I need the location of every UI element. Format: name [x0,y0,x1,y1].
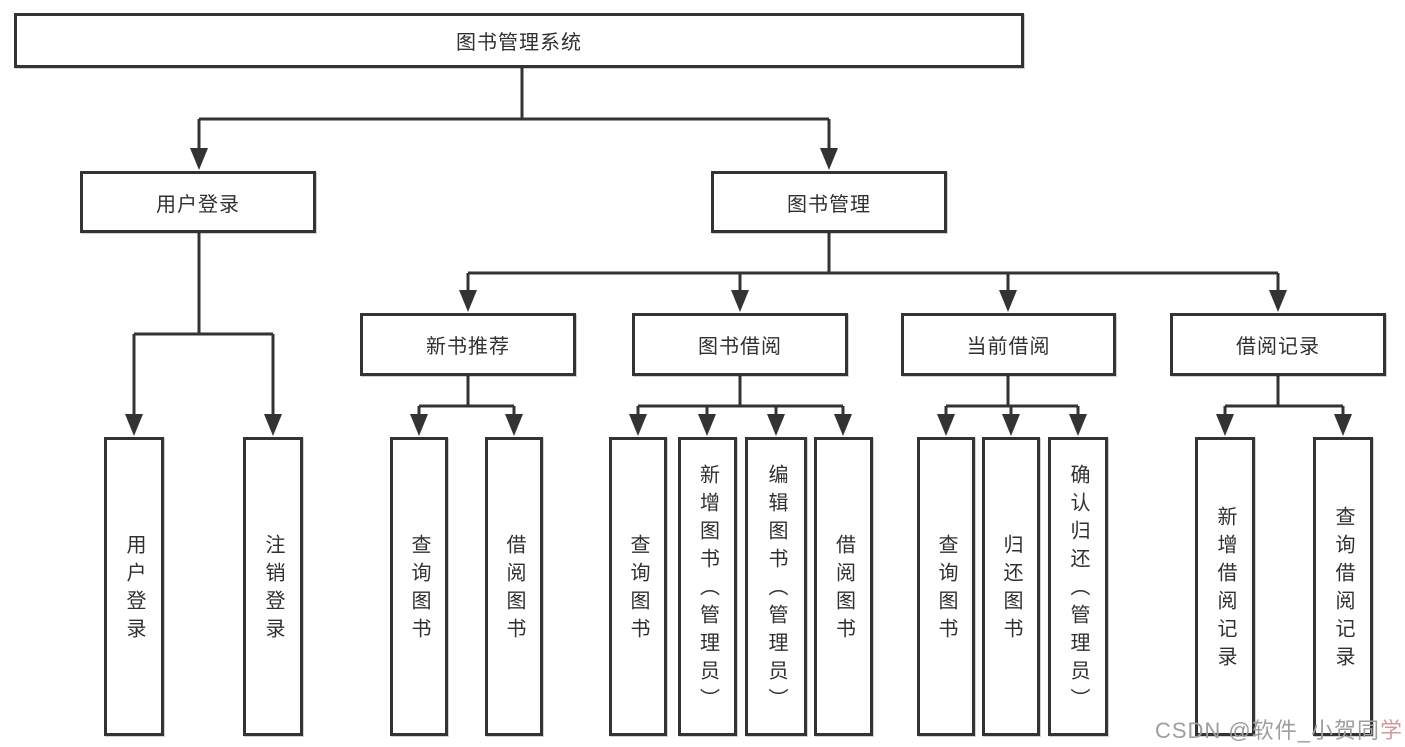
node-borrow-records: 借阅记录 [1170,313,1386,376]
node-current-borrow: 当前借阅 [901,313,1116,376]
node-user-login: 用户登录 [80,171,316,233]
node-book-borrow: 图书借阅 [632,313,848,376]
leaf-query-books: 查询图书 [917,437,975,736]
leaf-borrow-books: 借阅图书 [485,437,543,736]
edge-borrow-records-children [1216,376,1352,436]
node-book-management: 图书管理 [711,171,947,233]
leaf-query-books: 查询图书 [390,437,448,736]
edge-current-borrow-children [937,376,1087,436]
edge-book-borrow-children [629,376,852,436]
edge-root-to-level2 [190,68,838,170]
leaf-borrow-books: 借阅图书 [814,437,873,736]
leaf-logout: 注销登录 [243,437,303,736]
leaf-query-books: 查询图书 [609,437,667,736]
node-new-book-recommend: 新书推荐 [360,313,576,376]
leaf-return-books: 归还图书 [982,437,1040,736]
leaf-add-borrow-record: 新增借阅记录 [1195,437,1255,736]
leaf-confirm-return-admin: 确认归还（管理员） [1048,437,1108,736]
edge-book-management-children [459,233,1287,312]
leaf-edit-books-admin: 编辑图书（管理员） [745,437,807,736]
edge-new-book-recommend-children [410,376,523,436]
node-library-system: 图书管理系统 [14,13,1024,68]
leaf-user-login: 用户登录 [104,437,164,736]
leaf-add-books-admin: 新增图书（管理员） [678,437,737,736]
edge-user-login-children [125,233,282,436]
leaf-query-borrow-record: 查询借阅记录 [1313,437,1373,736]
